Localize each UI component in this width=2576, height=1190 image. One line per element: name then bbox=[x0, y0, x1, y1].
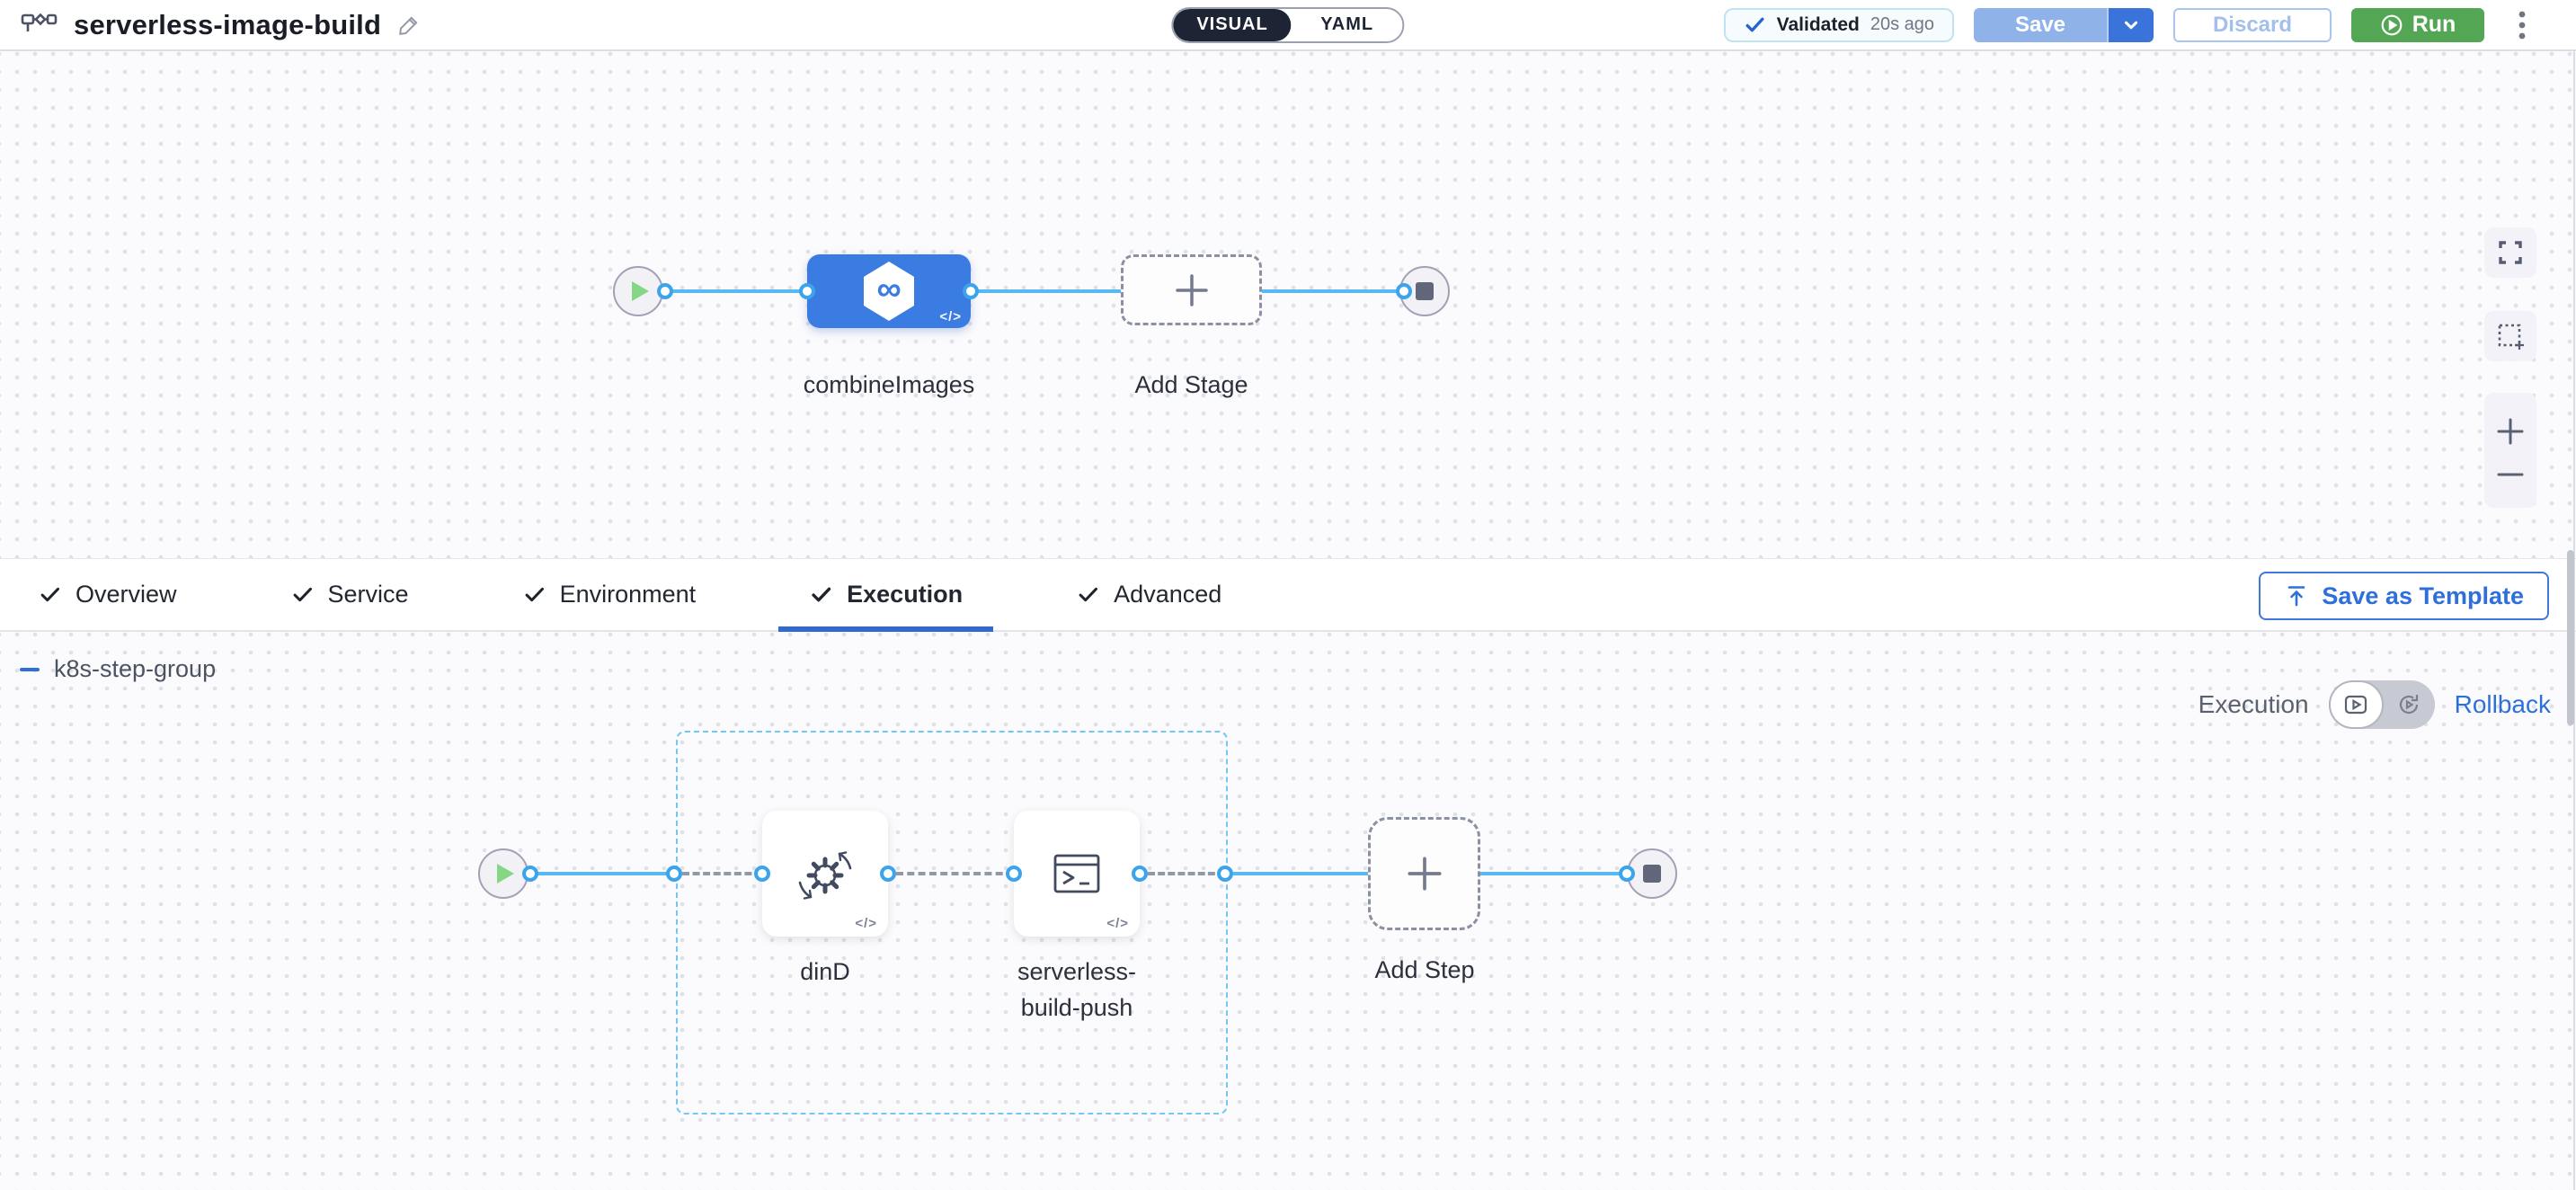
discard-button[interactable]: Discard bbox=[2173, 7, 2332, 42]
collapse-group-button[interactable] bbox=[20, 667, 40, 671]
code-marker: </> bbox=[855, 916, 877, 931]
more-options-button[interactable] bbox=[2504, 7, 2540, 43]
connector-line-dashed bbox=[1148, 872, 1225, 875]
connector-line bbox=[1233, 872, 1370, 875]
step-node-dind[interactable]: </> bbox=[762, 811, 888, 937]
connector-port bbox=[754, 866, 770, 882]
connector-port bbox=[657, 283, 673, 299]
connector-port bbox=[522, 866, 538, 882]
stage-node-combineimages[interactable]: ∞ </> bbox=[807, 254, 971, 328]
step-group-name: k8s-step-group bbox=[54, 655, 217, 682]
page-title: serverless-image-build bbox=[74, 8, 382, 40]
connector-line bbox=[669, 289, 809, 293]
add-step-button[interactable] bbox=[1368, 817, 1480, 930]
connector-line-dashed bbox=[896, 872, 1014, 875]
scrollbar-thumb[interactable] bbox=[2567, 550, 2574, 725]
execution-start-node[interactable] bbox=[478, 848, 529, 899]
connector-line bbox=[969, 289, 1123, 293]
execution-mode-label: Execution bbox=[2198, 690, 2309, 718]
code-marker: </> bbox=[1106, 916, 1129, 931]
tab-advanced[interactable]: Advanced bbox=[1045, 559, 1252, 630]
tab-execution[interactable]: Execution bbox=[778, 559, 994, 632]
play-icon bbox=[632, 281, 649, 301]
chevron-down-icon bbox=[2121, 15, 2141, 35]
edit-title-button[interactable] bbox=[397, 13, 421, 37]
rollback-mode-segment[interactable] bbox=[2384, 680, 2435, 729]
stage-name-label: combineImages bbox=[803, 371, 975, 398]
connector-port bbox=[1217, 866, 1233, 882]
connector-port bbox=[1396, 283, 1412, 299]
step-name-label: serverless-build-push bbox=[1017, 958, 1137, 1021]
connector-port bbox=[963, 283, 979, 299]
plus-icon bbox=[1172, 271, 1212, 310]
add-step-label: Add Step bbox=[1374, 956, 1475, 983]
rollback-link[interactable]: Rollback bbox=[2454, 690, 2551, 718]
marquee-select-button[interactable] bbox=[2484, 311, 2536, 361]
step-node-serverless-build-push[interactable]: </> bbox=[1014, 811, 1140, 937]
connector-line-dashed bbox=[682, 872, 762, 875]
execution-icon bbox=[2345, 695, 2367, 715]
tab-service[interactable]: Service bbox=[260, 559, 440, 630]
save-as-template-button[interactable]: Save as Template bbox=[2259, 572, 2549, 620]
yaml-tab[interactable]: YAML bbox=[1291, 8, 1403, 41]
upload-icon bbox=[2284, 583, 2309, 608]
connector-line bbox=[1260, 289, 1406, 293]
stop-icon bbox=[1643, 865, 1661, 883]
execution-end-node[interactable] bbox=[1627, 848, 1677, 899]
add-stage-label: Add Stage bbox=[1134, 371, 1248, 398]
run-label: Run bbox=[2412, 12, 2456, 37]
tab-check-icon bbox=[809, 582, 833, 607]
tab-check-icon bbox=[290, 582, 315, 607]
pipeline-start-node[interactable] bbox=[613, 266, 663, 316]
visual-yaml-toggle: VISUAL YAML bbox=[1171, 6, 1405, 43]
plus-icon bbox=[1404, 853, 1445, 894]
connector-port bbox=[1006, 866, 1022, 882]
run-play-icon bbox=[2380, 13, 2403, 37]
validated-label: Validated bbox=[1776, 13, 1860, 35]
validated-badge[interactable]: Validated 20s ago bbox=[1723, 7, 1954, 42]
tab-environment[interactable]: Environment bbox=[492, 559, 727, 630]
connector-port bbox=[1132, 866, 1148, 882]
run-script-icon bbox=[1039, 836, 1115, 911]
check-icon bbox=[1744, 13, 1766, 36]
connector-port bbox=[666, 866, 682, 882]
add-stage-button[interactable] bbox=[1121, 254, 1262, 325]
save-button[interactable]: Save bbox=[1974, 7, 2107, 42]
connector-line bbox=[1480, 872, 1629, 875]
execution-rollback-switch[interactable] bbox=[2328, 680, 2435, 729]
tab-check-icon bbox=[1076, 582, 1100, 607]
stage-tabbar: Overview Service Environment Execution A… bbox=[0, 558, 2576, 632]
fullscreen-button[interactable] bbox=[2484, 227, 2536, 278]
tab-check-icon bbox=[522, 582, 546, 607]
zoom-in-button[interactable] bbox=[2495, 412, 2526, 451]
connector-port bbox=[799, 283, 815, 299]
run-button[interactable]: Run bbox=[2351, 7, 2484, 42]
play-icon bbox=[497, 864, 514, 884]
zoom-controls bbox=[2484, 393, 2536, 508]
execution-canvas[interactable]: Execution Rollback k8s-step-group bbox=[0, 632, 2576, 1190]
tab-overview[interactable]: Overview bbox=[7, 559, 208, 630]
step-name-label: dinD bbox=[800, 958, 850, 985]
connector-port bbox=[880, 866, 896, 882]
execution-mode-segment[interactable] bbox=[2328, 680, 2384, 729]
zoom-out-button[interactable] bbox=[2495, 459, 2526, 490]
stop-icon bbox=[1416, 282, 1434, 300]
save-options-button[interactable] bbox=[2107, 7, 2154, 42]
background-service-icon bbox=[787, 836, 863, 911]
stage-canvas[interactable]: ∞ </> combineImages Add Stage bbox=[0, 51, 2576, 558]
tab-check-icon bbox=[38, 582, 62, 607]
code-marker: </> bbox=[939, 309, 962, 324]
rollback-icon bbox=[2400, 695, 2419, 715]
validated-time: 20s ago bbox=[1870, 14, 1934, 34]
visual-tab[interactable]: VISUAL bbox=[1173, 8, 1292, 41]
pipeline-icon bbox=[20, 10, 58, 40]
scrollbar-track bbox=[2573, 51, 2576, 1190]
connector-port bbox=[1619, 866, 1635, 882]
connector-line bbox=[534, 872, 674, 875]
build-stage-icon: ∞ bbox=[860, 260, 918, 323]
save-split-button: Save bbox=[1974, 7, 2154, 42]
top-header: serverless-image-build VISUAL YAML Valid… bbox=[0, 0, 2576, 51]
step-group-container[interactable] bbox=[676, 731, 1228, 1115]
